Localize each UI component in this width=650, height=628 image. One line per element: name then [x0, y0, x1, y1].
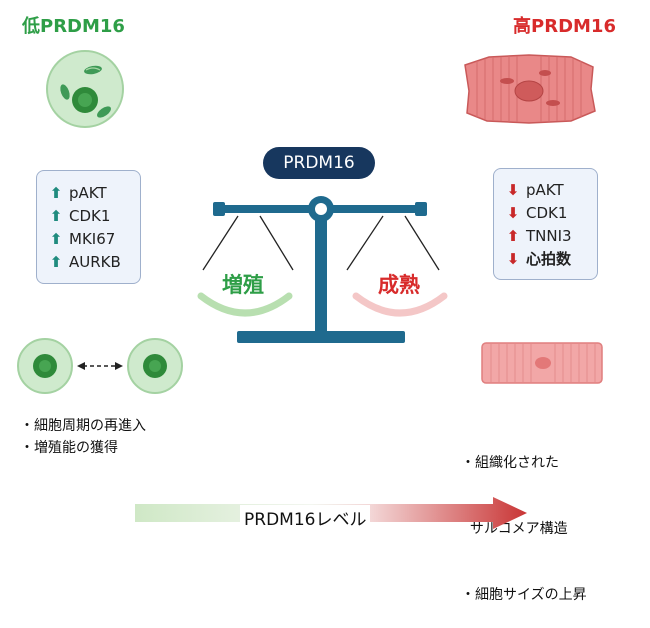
- up-arrow-icon: ⬆: [506, 226, 520, 245]
- elongated-cardiomyocyte-icon: [481, 342, 603, 384]
- up-arrow-icon: ⬆: [49, 183, 63, 202]
- marker-row: ⬆ MKI67: [48, 227, 140, 250]
- up-arrow-icon: ⬆: [49, 252, 63, 271]
- marker-label: CDK1: [69, 206, 111, 225]
- outcome-item: ・増殖能の獲得: [20, 440, 118, 456]
- maturation-word: 成熟: [378, 273, 420, 297]
- proliferating-cell-icon: [46, 50, 124, 128]
- prdm16-label-pill: PRDM16: [263, 147, 375, 179]
- marker-row: ⬆ CDK1: [48, 204, 140, 227]
- outcome-item: ・組織化された: [461, 455, 559, 471]
- marker-label: TNNI3: [526, 226, 572, 245]
- marker-label: AURKB: [69, 252, 121, 271]
- marker-row: ⬆ TNNI3: [505, 224, 597, 247]
- marker-label: pAKT: [526, 180, 564, 199]
- mature-cardiomyocyte-icon: [464, 54, 596, 124]
- cell-division-icon: [17, 338, 183, 394]
- marker-label: 心拍数: [526, 250, 572, 268]
- low-prdm16-title: 低PRDM16: [22, 16, 125, 37]
- down-arrow-icon: ⬇: [506, 180, 520, 199]
- left-pan-icon: [197, 292, 293, 317]
- prdm16-level-label: PRDM16レベル: [240, 505, 371, 530]
- down-arrow-icon: ⬇: [506, 249, 520, 268]
- marker-label: MKI67: [69, 229, 116, 248]
- proliferation-word: 増殖: [222, 273, 264, 297]
- low-prdm16-outcomes: ・細胞周期の再進入 ・増殖能の獲得: [20, 415, 146, 459]
- down-arrow-icon: ⬇: [506, 203, 520, 222]
- marker-label: CDK1: [526, 203, 568, 222]
- high-prdm16-title: 高PRDM16: [513, 16, 616, 37]
- right-pan-icon: [352, 292, 448, 317]
- outcome-item: ・細胞サイズの上昇: [461, 587, 587, 603]
- outcome-item: ・細胞周期の再進入: [20, 418, 146, 434]
- up-arrow-icon: ⬆: [49, 206, 63, 225]
- balance-scale-icon: [202, 196, 440, 343]
- low-prdm16-marker-box: ⬆ pAKT ⬆ CDK1 ⬆ MKI67 ⬆ AURKB: [36, 170, 141, 284]
- marker-row: ⬇ pAKT: [505, 178, 597, 201]
- marker-label: pAKT: [69, 183, 107, 202]
- high-prdm16-marker-box: ⬇ pAKT ⬇ CDK1 ⬆ TNNI3 ⬇ 心拍数: [493, 168, 598, 280]
- marker-row: ⬆ AURKB: [48, 250, 140, 273]
- marker-row: ⬇ CDK1: [505, 201, 597, 224]
- marker-row: ⬇ 心拍数: [505, 247, 597, 270]
- up-arrow-icon: ⬆: [49, 229, 63, 248]
- marker-row: ⬆ pAKT: [48, 181, 140, 204]
